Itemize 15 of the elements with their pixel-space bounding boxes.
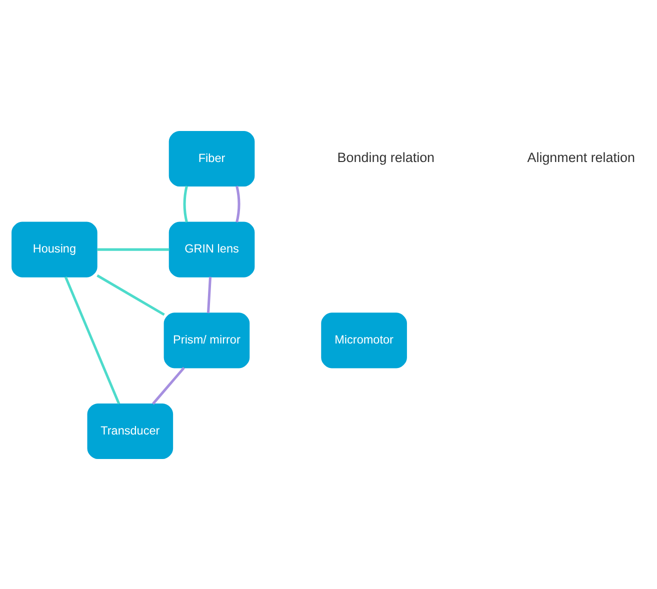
legend-label: Bonding relation [337,149,435,164]
node-box: Transducer [87,403,174,459]
connector [97,248,170,250]
legend-label: Alignment relation [527,149,635,164]
connector [206,276,212,313]
node-box: Housing [12,221,98,277]
node-box: Fiber [168,130,255,186]
connector [96,274,165,316]
connector [236,185,240,222]
node-box: Micromotor [321,312,407,368]
connector [64,276,120,404]
node-box: GRIN lens [168,221,255,277]
connector [152,366,185,404]
node-box: Prism/ mirror [164,312,250,368]
connector [183,185,188,222]
